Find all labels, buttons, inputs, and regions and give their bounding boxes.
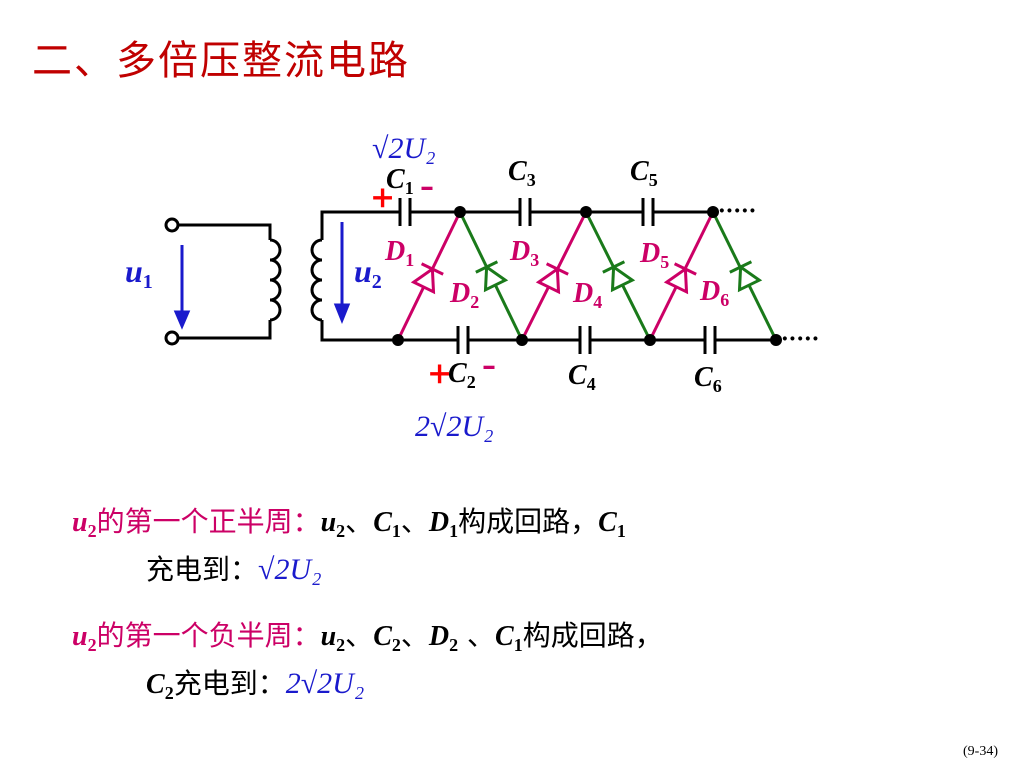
formula-2: 2√2U₂ xyxy=(285,667,365,700)
input-terminal-top xyxy=(164,217,180,233)
secondary-wire-top xyxy=(320,210,398,240)
c1-plus: + xyxy=(370,180,395,215)
u2-arrowhead xyxy=(333,303,351,325)
explanation-line-1-cont: 充电到：√2U₂ xyxy=(146,553,322,586)
top-continuation: ····· xyxy=(718,198,756,224)
secondary-coil xyxy=(310,238,323,322)
d1-symbol xyxy=(410,262,444,295)
primary-coil xyxy=(269,238,282,322)
c5-label: C5 xyxy=(630,156,658,190)
u2-label: u2 xyxy=(354,253,382,293)
d2-symbol xyxy=(475,260,509,293)
c2-label: C2 xyxy=(448,358,476,392)
d1-label: D1 xyxy=(384,236,414,270)
c1-label: C1 xyxy=(386,164,414,198)
c2-plus: + xyxy=(427,356,452,391)
c4-label: C4 xyxy=(568,360,596,394)
d5-symbol xyxy=(663,262,697,295)
primary-circuit xyxy=(164,210,398,346)
c1-minus: – xyxy=(420,170,434,203)
secondary-wire-bottom xyxy=(320,320,398,342)
bottom-continuation: ····· xyxy=(781,326,819,352)
bottom-rail xyxy=(398,326,776,354)
c2-minus: – xyxy=(482,349,496,382)
top-formula: √2U₂ xyxy=(372,132,436,165)
d3-symbol xyxy=(535,262,569,295)
d3-label: D3 xyxy=(509,236,539,270)
d6-symbol xyxy=(729,260,763,293)
page-title: 二、多倍压整流电路 xyxy=(32,38,410,84)
explanation-line-2: u2的第一个负半周：u2、C2、D2 、C1构成回路， xyxy=(72,619,663,655)
diode-symbols xyxy=(410,260,763,295)
d4-label: D4 xyxy=(572,278,602,312)
d4-symbol xyxy=(602,260,636,293)
explanation-line-2-cont: C2充电到：2√2U₂ xyxy=(146,667,365,703)
u1-arrowhead xyxy=(173,310,191,330)
bottom-formula: 2√2U₂ xyxy=(415,410,494,443)
d2-label: D2 xyxy=(449,278,479,312)
explanation-line-1: u2的第一个正半周：u2、C1、D1构成回路，C1 xyxy=(72,505,626,541)
c6-label: C6 xyxy=(694,362,722,396)
junction-dots xyxy=(392,206,782,346)
u1-label: u1 xyxy=(125,253,153,293)
c3-label: C3 xyxy=(508,156,536,190)
d6-label: D6 xyxy=(699,276,729,310)
voltage-multiplier-circuit: ····· ····· √2U₂ 2√2U₂ u1 u2 C1 C3 C5 C2… xyxy=(125,132,819,443)
formula-1: √2U₂ xyxy=(258,553,322,586)
top-rail xyxy=(398,198,713,226)
primary-wire-top xyxy=(178,223,272,240)
primary-wire-bottom xyxy=(178,320,272,340)
page-number: (9-34) xyxy=(963,744,998,759)
input-terminal-bottom xyxy=(164,330,180,346)
voltage-arrows xyxy=(173,222,351,330)
d5-label: D5 xyxy=(639,238,669,272)
